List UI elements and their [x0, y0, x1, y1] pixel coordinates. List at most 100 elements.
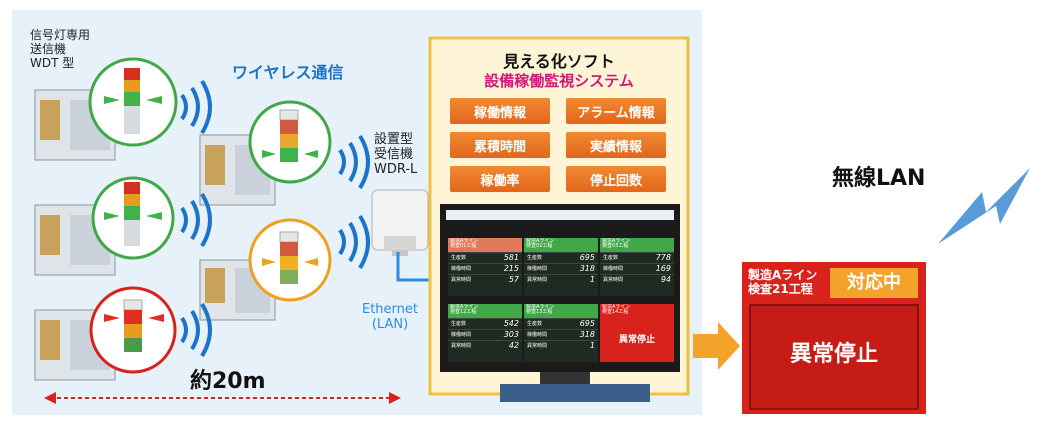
monitor-tile-line: 製造Aライン — [602, 238, 631, 244]
monitor-tile-row-label: 異常時間 — [527, 277, 548, 283]
wireless-label: ワイヤレス通信 — [232, 63, 344, 82]
monitor-tile-header: 製造Aライン検査13工程 — [524, 304, 598, 318]
monitor-tile-line: 製造Aライン — [602, 304, 631, 310]
monitor-tile-row: 稼働時間 303 — [448, 329, 522, 340]
monitor-tile-row: 異常時間 1 — [524, 274, 598, 285]
feature-result-info: 実績情報 — [566, 132, 666, 158]
monitor-tile-row-label: 稼働時間 — [527, 266, 548, 272]
feature-operation-info: 稼働情報 — [450, 98, 550, 124]
feature-operation-rate: 稼働率 — [450, 166, 550, 192]
alert-message: 異常停止 — [789, 342, 878, 367]
monitor-tile-row-value: 94 — [660, 275, 671, 284]
wireless-lan-label: 無線LAN — [832, 166, 926, 191]
alert-status-badge: 対応中 — [847, 272, 901, 293]
monitor-tile-row-label: 生産数 — [451, 321, 467, 327]
monitor-tile-header: 製造Aライン検査01工程 — [448, 238, 522, 252]
monitor-tile-row: 異常時間 42 — [448, 340, 522, 351]
monitor-tile-row-value: 169 — [655, 264, 671, 273]
monitor-tile-row-value: 318 — [579, 264, 595, 273]
monitor-tile-process: 検査01工程 — [450, 243, 477, 249]
monitor-tile-line: 製造Aライン — [450, 304, 479, 310]
transmitter-label: 信号灯専用 送信機 WDT 型 — [30, 28, 91, 70]
monitor-tile-row: 生産数 542 — [448, 318, 522, 329]
monitor-tile-row-label: 稼働時間 — [451, 332, 472, 338]
signal-tower-1-icon — [88, 57, 178, 147]
monitor-tile-row-label: 異常時間 — [451, 277, 472, 283]
monitor-tile-row: 生産数 695 — [524, 252, 598, 263]
receiver-label: 設置型 受信機 WDR-L — [374, 132, 418, 177]
flow-arrow-icon — [693, 322, 740, 370]
monitor-tile-process: 検査02工程 — [526, 243, 553, 249]
software-title: 見える化ソフト — [503, 52, 615, 71]
wireless-wave-icon — [180, 79, 370, 358]
monitor-tile-row-label: 稼働時間 — [603, 266, 624, 272]
monitor-tile-row-label: 生産数 — [603, 255, 619, 261]
monitor-tile-row: 生産数 778 — [600, 252, 674, 263]
monitor-tile-row-value: 542 — [503, 319, 519, 328]
monitor-tile-header: 製造Aライン検査03工程 — [600, 238, 674, 252]
monitor-tile-row: 稼働時間 215 — [448, 263, 522, 274]
distance-arrow — [44, 392, 401, 404]
monitor-tile-header: 製造Aライン検査02工程 — [524, 238, 598, 252]
monitor-tile-row-value: 215 — [503, 264, 519, 273]
monitor-tile-row: 異常時間 1 — [524, 340, 598, 351]
monitor-tile-row-value: 581 — [503, 253, 519, 262]
alert-panel — [742, 262, 926, 414]
monitor-tile-row-label: 生産数 — [527, 255, 543, 261]
feature-stop-count: 停止回数 — [566, 166, 666, 192]
monitor-tile-row-value: 1 — [589, 275, 595, 284]
signal-tower-4-icon — [248, 218, 332, 302]
monitor-tile-row-value: 1 — [589, 341, 595, 350]
wireless-lan-bolt-icon — [938, 168, 1030, 244]
monitor-tile-row: 生産数 695 — [524, 318, 598, 329]
monitor-tile-row-value: 42 — [508, 341, 519, 350]
monitor-tile-line: 製造Aライン — [526, 304, 555, 310]
monitor-tile-row-value: 778 — [655, 253, 671, 262]
monitor-tile-row: 生産数 581 — [448, 252, 522, 263]
receiver-device-icon — [371, 189, 429, 256]
monitor-tile-process: 検査03工程 — [602, 243, 629, 249]
software-panel-content: 見える化ソフト 設備稼働監視システム — [434, 44, 684, 194]
monitor-tile-row-value: 695 — [579, 319, 595, 328]
monitor-tile-row-value: 318 — [579, 330, 595, 339]
monitor-tile-row: 稼働時間 318 — [524, 263, 598, 274]
monitor-tile-row-label: 稼働時間 — [527, 332, 548, 338]
monitor-tile-row-label: 稼働時間 — [451, 266, 472, 272]
monitor-tile-row-label: 異常時間 — [603, 277, 624, 283]
monitor-tile-process: 検査14工程 — [602, 309, 629, 315]
monitor-tile: 製造Aライン検査14工程異常停止 — [600, 304, 674, 362]
alert-line-name: 製造Aライン 検査21工程 — [748, 268, 818, 296]
monitor-tile-header: 製造Aライン検査14工程 — [600, 304, 674, 318]
monitor-tile-process: 検査13工程 — [526, 309, 553, 315]
monitor-tile-row-label: 異常時間 — [451, 343, 472, 349]
monitor-tile-line: 製造Aライン — [526, 238, 555, 244]
monitor-tile-row-value: 57 — [508, 275, 519, 284]
monitor-tile-row: 異常時間 57 — [448, 274, 522, 285]
monitor-tile-row-label: 異常時間 — [527, 343, 548, 349]
monitor-tile-row: 稼働時間 169 — [600, 263, 674, 274]
monitor-tile-process: 検査12工程 — [450, 309, 477, 315]
ethernet-label: Ethernet (LAN) — [362, 302, 418, 332]
feature-alarm-info: アラーム情報 — [566, 98, 666, 124]
monitor-tile-row: 異常時間 94 — [600, 274, 674, 285]
signal-tower-3-icon — [91, 176, 175, 260]
monitor-tile-row-label: 生産数 — [451, 255, 467, 261]
monitor-tile-row-value: 303 — [503, 330, 519, 339]
monitor-tile-row-label: 生産数 — [527, 321, 543, 327]
distance-label: 約20m — [190, 369, 266, 394]
monitor-tile-header: 製造Aライン検査12工程 — [448, 304, 522, 318]
monitor-tile-alarm-text: 異常停止 — [618, 335, 655, 345]
monitor-tile-row-value: 695 — [579, 253, 595, 262]
feature-cumulative-time: 累積時間 — [450, 132, 550, 158]
monitor-tile-row: 稼働時間 318 — [524, 329, 598, 340]
software-subtitle: 設備稼働監視システム — [484, 72, 634, 90]
signal-tower-2-icon — [248, 100, 332, 184]
monitor-tile-line: 製造Aライン — [450, 238, 479, 244]
